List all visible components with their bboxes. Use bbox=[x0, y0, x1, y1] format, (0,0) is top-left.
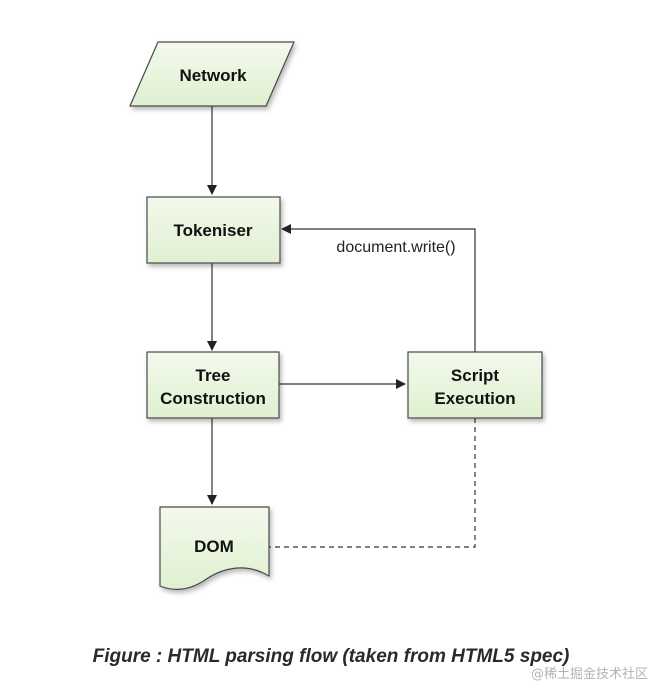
edge-script-execution-to-dom-dashed bbox=[269, 418, 476, 548]
network-label: Network bbox=[179, 66, 247, 85]
script-execution-label-line-2: Execution bbox=[434, 389, 515, 408]
edge-script-execution-to-tokeniser bbox=[281, 224, 476, 352]
node-tree-construction: Tree Construction bbox=[146, 351, 280, 419]
edge-label-document-write: document.write() bbox=[336, 239, 455, 256]
tokeniser-label: Tokeniser bbox=[173, 221, 252, 240]
tree-construction-label-line-1: Tree bbox=[196, 366, 231, 385]
node-tokeniser: Tokeniser bbox=[146, 196, 281, 264]
node-network: Network bbox=[129, 41, 295, 107]
tree-construction-shape bbox=[146, 351, 280, 419]
dom-shape bbox=[159, 506, 270, 590]
tokeniser-shape bbox=[146, 196, 281, 264]
tree-construction-label-line-2: Construction bbox=[160, 389, 266, 408]
node-script-execution: Script Execution bbox=[407, 351, 543, 419]
figure-caption: Figure : HTML parsing flow (taken from H… bbox=[92, 646, 570, 667]
watermark: @稀土掘金技术社区 bbox=[530, 667, 648, 682]
network-shape bbox=[129, 41, 295, 107]
dom-label: DOM bbox=[194, 537, 234, 556]
script-execution-shape bbox=[407, 351, 543, 419]
script-execution-label-line-1: Script bbox=[451, 366, 500, 385]
node-dom: DOM bbox=[159, 506, 270, 590]
